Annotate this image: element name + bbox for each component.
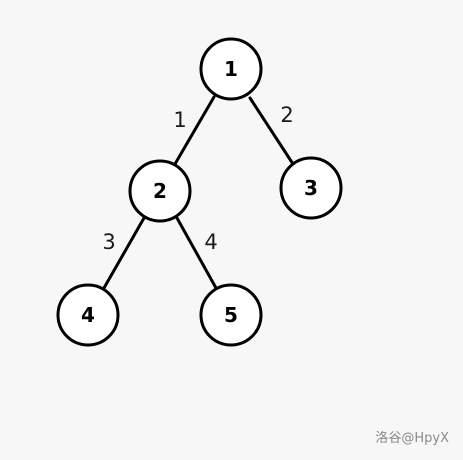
node-label-3: 3 (304, 176, 318, 200)
edge-1-2 (173, 95, 216, 166)
edge-weight-2-5: 4 (204, 230, 217, 254)
tree-node-2: 2 (128, 159, 192, 223)
node-circle-4 (56, 283, 120, 347)
edge-2-5 (175, 216, 218, 290)
edge-weight-2-4: 3 (102, 230, 115, 254)
node-label-4: 4 (81, 303, 95, 327)
node-circle-1 (199, 37, 263, 101)
edge-2-4 (102, 216, 146, 290)
tree-node-4: 4 (56, 283, 120, 347)
node-label-1: 1 (224, 57, 238, 81)
watermark-text: 洛谷@HpyX (375, 431, 449, 446)
tree-node-5: 5 (199, 283, 263, 347)
tree-node-3: 3 (279, 156, 343, 220)
node-circle-2 (128, 159, 192, 223)
edge-weight-1-3: 2 (280, 103, 293, 127)
tree-node-1: 1 (199, 37, 263, 101)
edge-1-3 (248, 96, 295, 166)
node-label-2: 2 (153, 179, 167, 203)
edge-weight-1-2: 1 (173, 108, 186, 132)
node-label-5: 5 (224, 303, 238, 327)
node-circle-5 (199, 283, 263, 347)
node-circle-3 (279, 156, 343, 220)
